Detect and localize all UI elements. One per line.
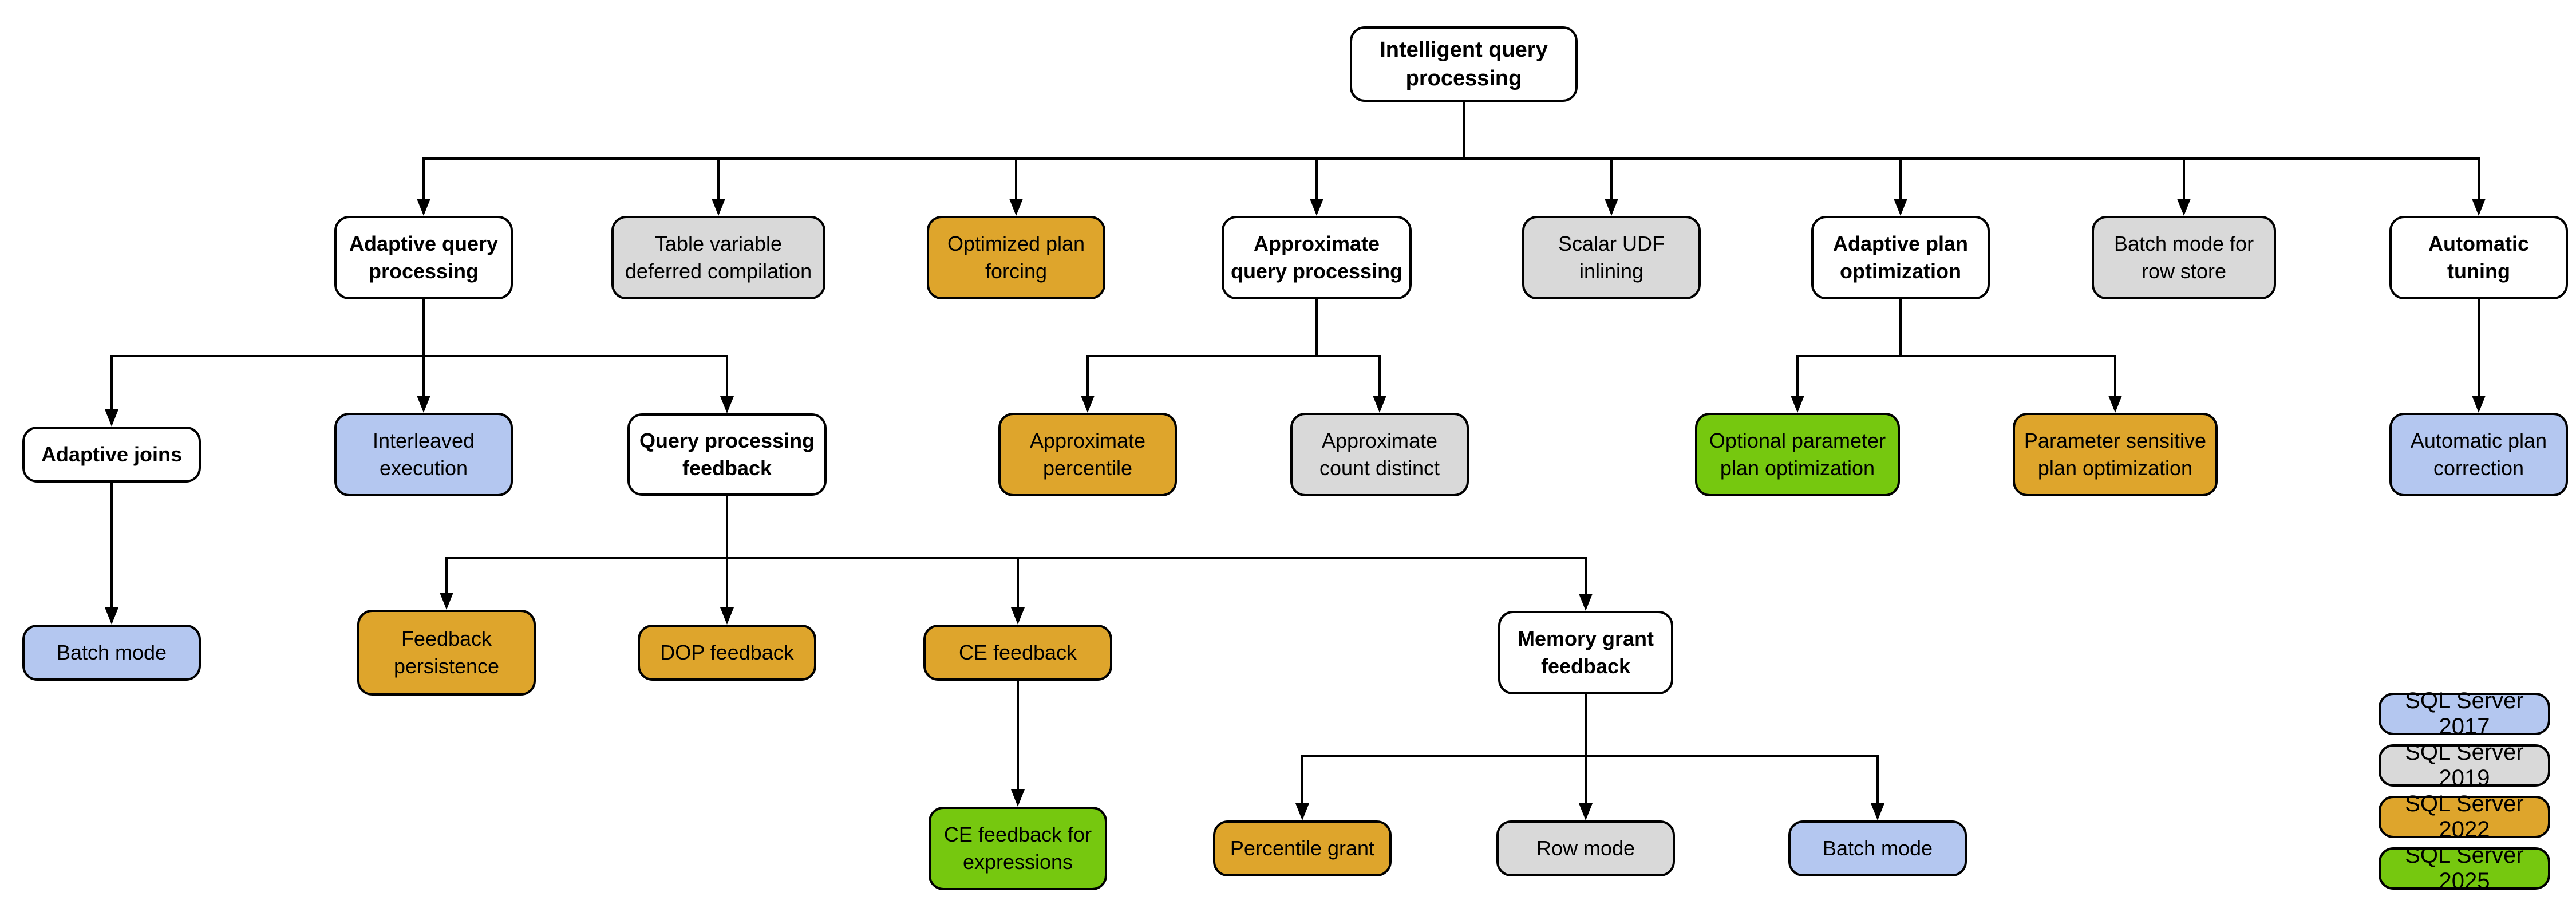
node-memory-grant-feedback: Memory grant feedback — [1498, 611, 1673, 694]
node-intelligent-query-processing: Intelligent query processing — [1350, 26, 1578, 102]
node-dop-feedback: DOP feedback — [638, 625, 816, 681]
node-batch-mode-adaptive-joins: Batch mode — [22, 625, 201, 681]
node-table-variable-deferred-compilation: Table variable deferred compilation — [611, 216, 825, 299]
node-adaptive-plan-optimization: Adaptive plan optimization — [1811, 216, 1990, 299]
legend-item-sql-server-2019: SQL Server 2019 — [2379, 740, 2550, 791]
node-row-mode: Row mode — [1496, 820, 1675, 876]
legend-item-sql-server-2025: SQL Server 2025 — [2379, 843, 2550, 894]
node-feedback-persistence: Feedback persistence — [357, 610, 536, 696]
node-batch-mode-memory-grant: Batch mode — [1788, 820, 1967, 876]
node-interleaved-execution: Interleaved execution — [334, 413, 513, 496]
node-optimized-plan-forcing: Optimized plan forcing — [927, 216, 1105, 299]
node-approximate-percentile: Approximate percentile — [998, 413, 1177, 496]
node-ce-feedback-for-expressions: CE feedback for expressions — [929, 807, 1107, 890]
node-query-processing-feedback: Query processing feedback — [627, 413, 827, 496]
node-ce-feedback: CE feedback — [923, 625, 1112, 681]
node-percentile-grant: Percentile grant — [1213, 820, 1392, 876]
node-approximate-query-processing: Approximate query processing — [1222, 216, 1412, 299]
node-optional-parameter-plan-optimization: Optional parameter plan optimization — [1695, 413, 1900, 496]
node-automatic-tuning: Automatic tuning — [2389, 216, 2568, 299]
legend-item-sql-server-2017: SQL Server 2017 — [2379, 688, 2550, 739]
node-parameter-sensitive-plan-optimization: Parameter sensitive plan optimization — [2013, 413, 2218, 496]
node-automatic-plan-correction: Automatic plan correction — [2389, 413, 2568, 496]
node-batch-mode-for-row-store: Batch mode for row store — [2092, 216, 2276, 299]
node-adaptive-joins: Adaptive joins — [22, 427, 201, 483]
legend-item-sql-server-2022: SQL Server 2022 — [2379, 791, 2550, 842]
node-scalar-udf-inlining: Scalar UDF inlining — [1522, 216, 1701, 299]
node-approximate-count-distinct: Approximate count distinct — [1290, 413, 1469, 496]
node-adaptive-query-processing: Adaptive query processing — [334, 216, 513, 299]
